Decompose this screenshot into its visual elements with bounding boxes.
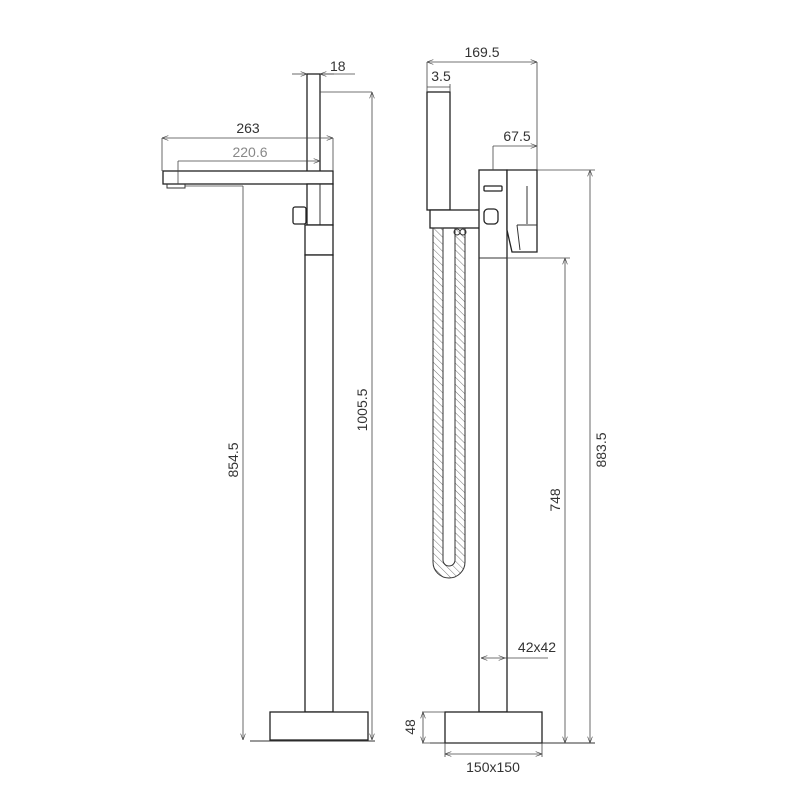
collar: [304, 224, 334, 256]
side-view: 18 263 220.6 854.5 1005.5: [161, 58, 375, 742]
handshower-holder: [429, 209, 481, 229]
dim-base-size: 150x150: [466, 759, 520, 775]
base: [269, 711, 369, 741]
dim-handshower-offset: 169.5: [464, 44, 499, 60]
mixer-body: [506, 169, 538, 253]
top-pipe: [306, 73, 321, 173]
dim-outlet-height: 748: [547, 488, 563, 512]
dim-handshower-gap: 3.5: [431, 68, 451, 84]
dim-overall-height-front: 883.5: [593, 432, 609, 467]
column: [304, 254, 334, 713]
knob: [292, 206, 307, 225]
dim-overall-height-side: 1005.5: [354, 388, 370, 431]
handshower: [426, 91, 451, 211]
outlet: [483, 185, 503, 192]
dim-base-height: 48: [402, 719, 418, 735]
dim-spout-height: 854.5: [225, 442, 241, 477]
hose: [432, 227, 466, 579]
dim-lever-offset: 67.5: [503, 128, 530, 144]
dim-spout-reach: 220.6: [232, 144, 267, 160]
dim-spout-length: 263: [236, 120, 260, 136]
dim-pipe-width: 18: [330, 58, 346, 74]
front-view: 169.5 3.5 67.5 883.5 748 42x42 48 150x15…: [402, 44, 609, 775]
diverter-button: [483, 208, 499, 225]
base: [444, 711, 543, 744]
dim-column-section: 42x42: [518, 639, 556, 655]
spout: [162, 170, 334, 185]
column: [478, 169, 508, 713]
